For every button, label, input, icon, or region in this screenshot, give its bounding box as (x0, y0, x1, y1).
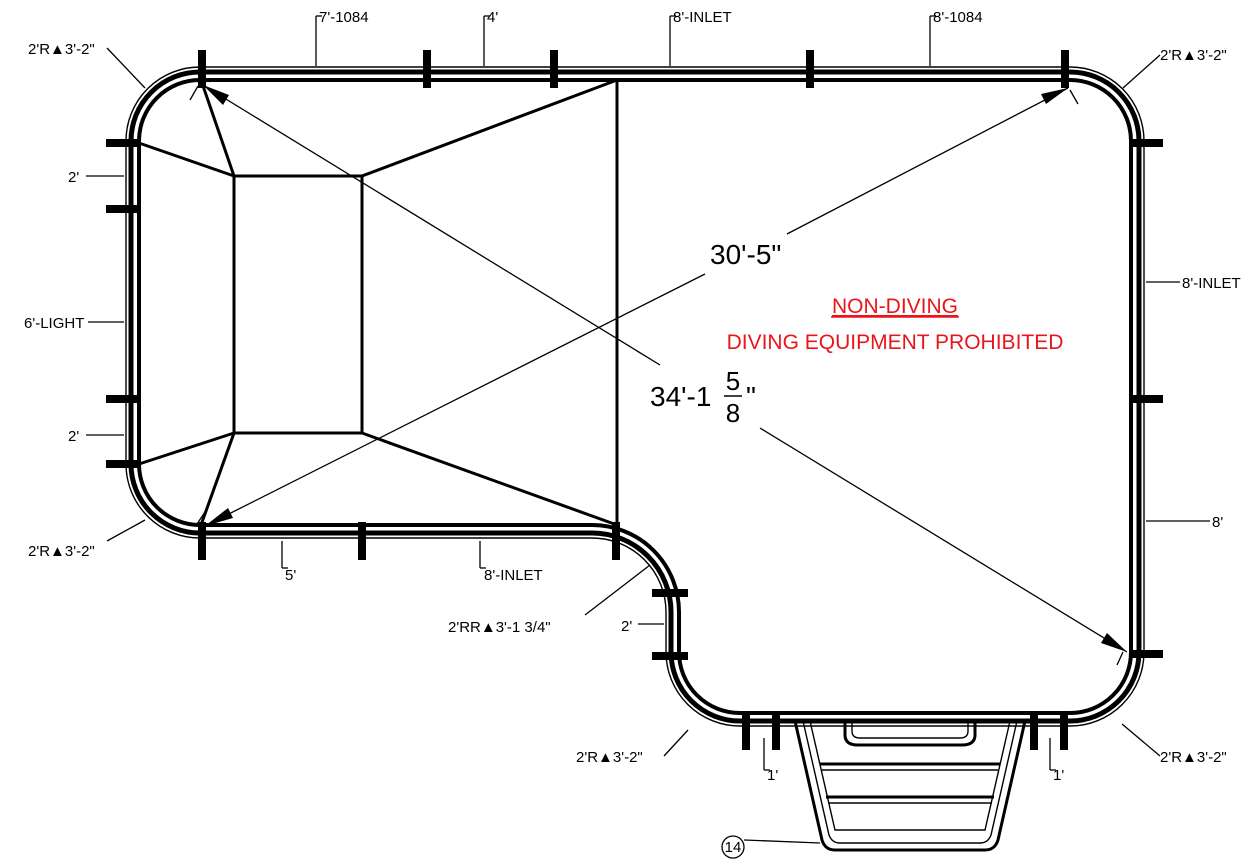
left-label-2: 6'-LIGHT (24, 315, 84, 332)
corner-label-bottom-left: 2'R▲3'-2" (28, 543, 95, 560)
note-diving-prohibited: DIVING EQUIPMENT PROHIBITED (727, 331, 1064, 354)
top-label-1: 7'-1084 (319, 9, 369, 26)
pool-outer-edge (125, 66, 1145, 727)
step-callout: 14 (721, 835, 745, 859)
right-label-1: 8'-INLET (1182, 275, 1241, 292)
diagonal-dimension-2-numerator: 5 (726, 366, 740, 396)
corner-label-top-left: 2'R▲3'-2" (28, 41, 95, 58)
top-label-3: 8'-INLET (673, 9, 732, 26)
note-non-diving: NON-DIVING (832, 295, 958, 318)
leader-lines (86, 15, 1210, 844)
bottom-label-1: 5' (285, 567, 296, 584)
left-label-3: 2' (68, 428, 79, 445)
pool-wall (128, 69, 1142, 724)
step-callout-number: 14 (725, 839, 742, 856)
step-label-left: 1' (767, 767, 778, 784)
step-label-right: 1' (1053, 767, 1064, 784)
wall-ticks (106, 50, 1163, 750)
corner-label-top-right: 2'R▲3'-2" (1160, 47, 1227, 64)
diagonal-dimensions (189, 84, 1128, 666)
notch-side-label: 2' (621, 618, 632, 635)
notch-corner-label: 2'RR▲3'-1 3/4" (448, 619, 551, 636)
corner-label-bottom-right: 2'R▲3'-2" (1160, 749, 1227, 766)
diagonal-dimension-2-main: 34'-1 (650, 381, 711, 412)
top-label-4: 8'-1084 (933, 9, 983, 26)
diagonal-dimension-1: 30'-5" (710, 239, 781, 270)
entry-steps (793, 720, 1027, 852)
diagonal-dimension-2-unit: " (746, 381, 756, 412)
right-label-2: 8' (1212, 514, 1223, 531)
corner-label-step: 2'R▲3'-2" (576, 749, 643, 766)
top-label-2: 4' (487, 9, 498, 26)
diagonal-dimension-2-denominator: 8 (726, 398, 740, 428)
bottom-label-2: 8'-INLET (484, 567, 543, 584)
left-label-1: 2' (68, 169, 79, 186)
diagonal-dimension-2: 34'-1 5 8 " (650, 366, 756, 428)
deep-end-hopper (138, 78, 619, 527)
